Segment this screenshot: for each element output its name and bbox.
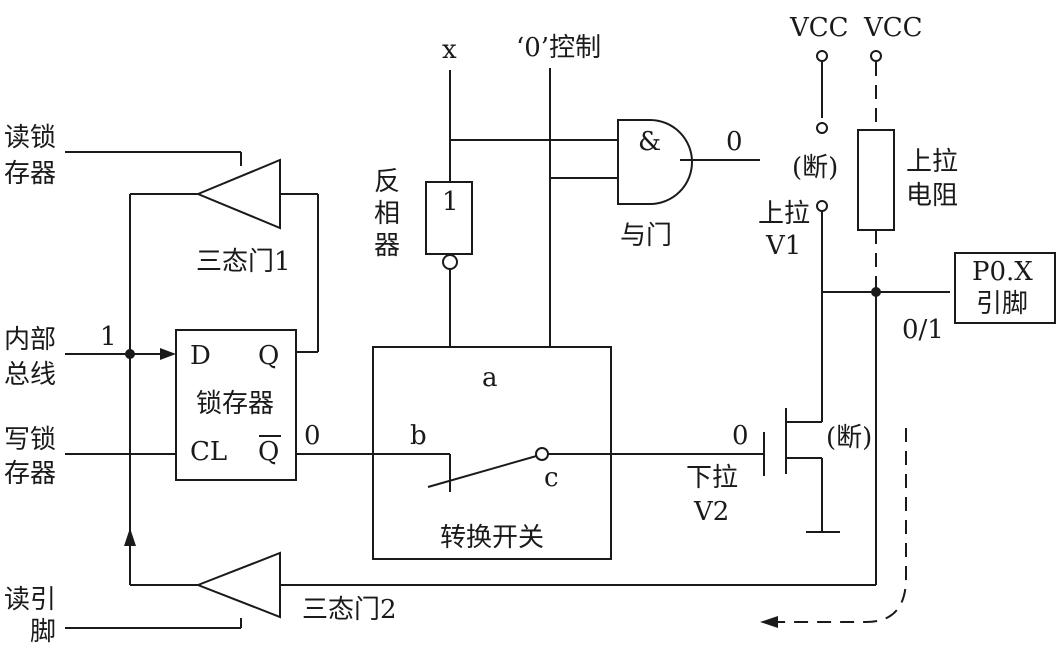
internal-bus-label-2: 总线 — [4, 360, 56, 390]
switch-c: c — [544, 463, 559, 493]
tristate-1-label: 三态门1 — [196, 247, 291, 277]
bus-value: 1 — [100, 322, 117, 352]
pin-box — [954, 252, 1056, 324]
x-signal-line — [449, 70, 618, 182]
tristate-gate-1 — [195, 158, 281, 230]
pullup-resistor-label-1: 上拉 — [906, 147, 958, 177]
switch-contacts — [296, 447, 764, 492]
and-symbol: & — [638, 127, 661, 157]
write-latch-label-1: 写锁 — [4, 425, 56, 455]
read-latch-label-2: 存器 — [4, 159, 56, 189]
latch-d: D — [190, 341, 211, 371]
gate-value: 0 — [732, 421, 749, 451]
qbar-value: 0 — [304, 421, 321, 451]
pullup-v1-label-1: 上拉 — [758, 199, 810, 229]
internal-bus-label-1: 内部 — [4, 325, 56, 355]
switch-b: b — [410, 421, 427, 451]
read-pin-return-arrow — [760, 616, 778, 628]
write-latch-label-2: 存器 — [4, 459, 56, 489]
switch-title: 转换开关 — [440, 523, 544, 553]
and-gate-label: 与门 — [620, 221, 672, 251]
pullup-resistor — [857, 129, 895, 231]
latch-title: 锁存器 — [196, 389, 274, 419]
inverter-symbol: 1 — [442, 187, 459, 217]
zero-control-label: ‘0’控制 — [516, 33, 601, 63]
inverter-bubble — [442, 254, 458, 270]
read-pin-path — [65, 528, 876, 629]
pullup-resistor-label-2: 电阻 — [906, 181, 958, 211]
vcc-2-line — [870, 50, 882, 585]
inverter-label-2: 相 — [374, 199, 400, 229]
pin-value: 0/1 — [902, 315, 944, 345]
pullup-v1-label-2: V1 — [765, 231, 801, 261]
read-latch-path — [65, 151, 319, 585]
read-pin-dashed-return — [772, 428, 907, 623]
vcc-2-label: VCC — [863, 13, 923, 43]
switch-a: a — [482, 363, 498, 393]
pullup-v1-line — [816, 200, 950, 422]
latch-cl: CL — [190, 437, 227, 467]
x-label: x — [442, 35, 457, 65]
pulldown-transistor — [763, 408, 840, 533]
inverter-label-1: 反 — [374, 167, 400, 197]
read-latch-label-1: 读锁 — [4, 123, 56, 153]
pin-label-2: 引脚 — [976, 289, 1028, 319]
inverter-label-3: 器 — [374, 231, 400, 261]
pin-label-1: P0.X — [972, 257, 1033, 287]
read-pin-label-1: 读引 — [4, 585, 56, 615]
latch-box — [175, 329, 297, 481]
and-gate — [617, 119, 693, 205]
v1-off-label: (断) — [792, 153, 838, 183]
latch-q: Q — [258, 341, 279, 371]
internal-bus-line — [65, 348, 176, 360]
pulldown-label-2: V2 — [693, 497, 729, 527]
pulldown-label-1: 下拉 — [686, 463, 738, 493]
vcc-1-label: VCC — [789, 13, 849, 43]
tristate-gate-2 — [195, 551, 281, 619]
inverter-box — [425, 181, 473, 255]
latch-qbar: Q — [258, 437, 279, 467]
tristate-2-label: 三态门2 — [302, 595, 397, 625]
read-pin-label-2: 脚 — [30, 617, 56, 646]
vcc-1-line — [816, 50, 828, 134]
v2-off-label: (断) — [826, 423, 872, 453]
and-output-value: 0 — [726, 127, 743, 157]
